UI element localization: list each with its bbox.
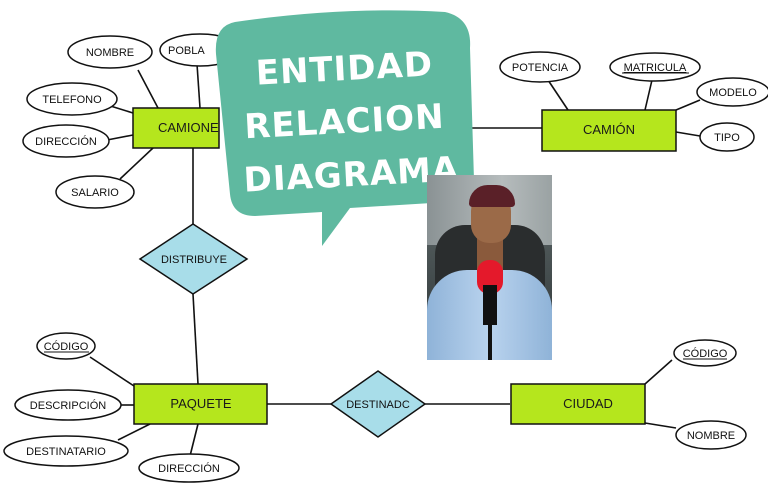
attribute-tipo[interactable]: TIPO: [699, 122, 755, 152]
relation-destinado-label: DESTINADC: [346, 399, 410, 411]
relation-distribuye[interactable]: DISTRIBUYE: [138, 223, 249, 295]
attribute-salario-label: SALARIO: [71, 187, 119, 199]
relation-distribuye-label: DISTRIBUYE: [161, 254, 227, 266]
attribute-direccion-paquete-label: DIRECCIÓN: [158, 462, 220, 475]
attribute-nombre-camiones-label: NOMBRE: [86, 47, 134, 59]
entity-paquete-label: PAQUETE: [170, 396, 231, 411]
microphone-body: [483, 285, 497, 325]
webcam-video-overlay: [427, 175, 552, 360]
attribute-codigo-paquete-label: CÓDIGO: [44, 340, 89, 353]
attribute-salario[interactable]: SALARIO: [55, 175, 135, 209]
entity-ciudad-label: CIUDAD: [563, 396, 613, 411]
entity-camion-label: CAMIÓN: [583, 122, 635, 137]
entity-camiones[interactable]: CAMIONE: [132, 107, 220, 149]
attribute-codigo-paquete[interactable]: CÓDIGO: [36, 332, 96, 360]
connector-lines: [89, 63, 701, 457]
attribute-telefono-label: TELEFONO: [42, 94, 102, 106]
attribute-destinatario[interactable]: DESTINATARIO: [3, 435, 129, 467]
relation-destinado[interactable]: DESTINADC: [329, 370, 427, 438]
entity-ciudad[interactable]: CIUDAD: [510, 383, 646, 425]
attribute-nombre-camiones[interactable]: NOMBRE: [67, 35, 153, 69]
attribute-matricula-label: MATRICULA: [624, 62, 687, 74]
attribute-tipo-label: TIPO: [714, 132, 740, 144]
attribute-descripcion-label: DESCRIPCIÓN: [30, 399, 106, 412]
microphone-stand: [488, 320, 492, 360]
attribute-codigo-ciudad[interactable]: CÓDIGO: [673, 339, 737, 367]
attribute-descripcion[interactable]: DESCRIPCIÓN: [14, 389, 122, 421]
title-speech-bubble: ENTIDAD RELACION DIAGRAMA: [215, 10, 474, 247]
attribute-matricula[interactable]: MATRICULA: [609, 52, 701, 82]
attribute-modelo[interactable]: MODELO: [696, 77, 768, 107]
title-line-1: ENTIDAD: [255, 44, 434, 93]
entity-camion[interactable]: CAMIÓN: [541, 109, 677, 152]
attribute-nombre-ciudad-label: NOMBRE: [687, 430, 735, 442]
entity-camiones-label: CAMIONE: [158, 120, 219, 135]
attribute-codigo-ciudad-label: CÓDIGO: [683, 347, 728, 360]
attribute-direccion-camiones-label: DIRECCIÓN: [35, 135, 97, 148]
entity-paquete[interactable]: PAQUETE: [133, 383, 268, 425]
attribute-modelo-label: MODELO: [709, 87, 757, 99]
attribute-direccion-camiones[interactable]: DIRECCIÓN: [22, 124, 110, 158]
cap-icon: [469, 185, 515, 207]
attribute-telefono[interactable]: TELEFONO: [26, 82, 118, 116]
attribute-nombre-ciudad[interactable]: NOMBRE: [675, 420, 747, 450]
attribute-destinatario-label: DESTINATARIO: [26, 446, 106, 458]
attribute-direccion-paquete[interactable]: DIRECCIÓN: [138, 453, 240, 483]
attribute-potencia-label: POTENCIA: [512, 62, 569, 74]
attribute-poblacion-label: POBLA: [168, 45, 205, 57]
attribute-potencia[interactable]: POTENCIA: [499, 51, 581, 83]
